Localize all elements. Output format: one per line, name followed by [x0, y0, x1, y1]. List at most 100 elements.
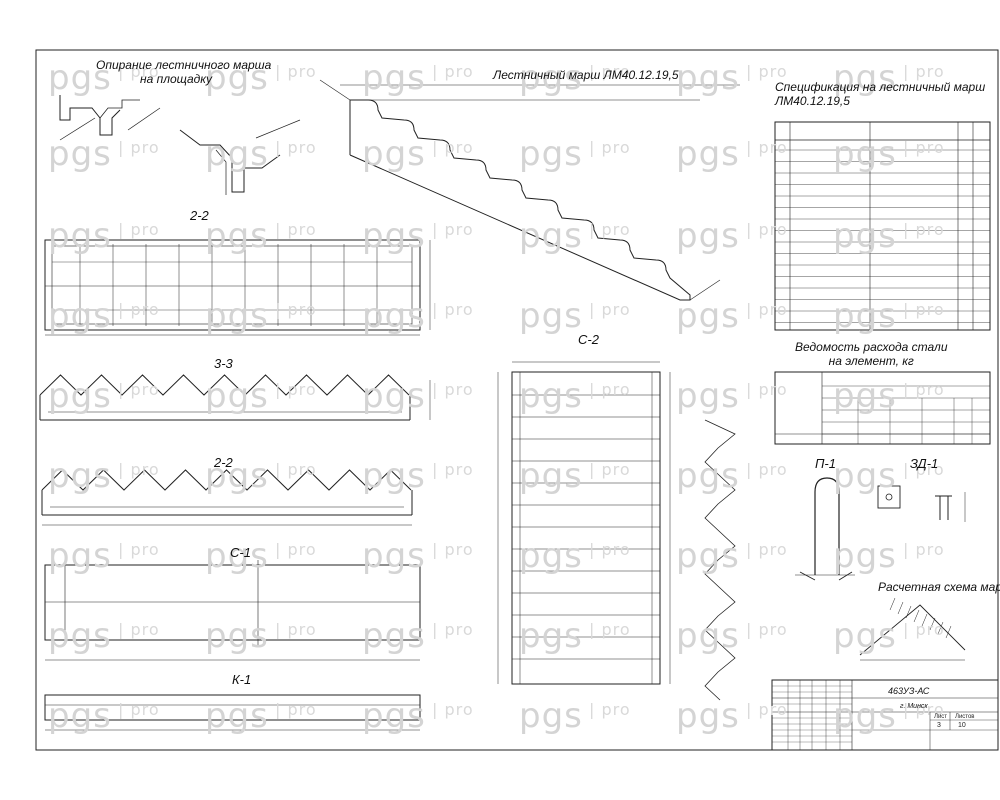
watermark: pgs | pro — [833, 616, 945, 656]
watermark: pgs | pro — [48, 58, 160, 98]
calc-title: Расчетная схема марша — [878, 580, 1000, 594]
loop-p1 — [814, 477, 840, 575]
flight-side-profile — [704, 419, 736, 701]
watermark: pgs | pro — [676, 296, 788, 336]
title-block-sheets-label: Листов — [955, 714, 975, 720]
watermark: pgs | pro — [833, 376, 945, 416]
watermark: pgs | pro — [205, 216, 317, 256]
load-arrow — [905, 605, 912, 619]
watermark: pgs | pro — [362, 376, 474, 416]
title-block — [771, 679, 999, 751]
watermark: pgs | pro — [48, 216, 160, 256]
title-block-code: 463УЗ-АС — [888, 686, 930, 696]
title-block-city: г. Минск — [900, 703, 928, 710]
linework — [39, 79, 999, 751]
title-block-sheets: 10 — [958, 722, 966, 729]
load-arrow — [945, 625, 952, 639]
watermark: pgs | pro — [48, 134, 160, 174]
watermark: pgs | pro — [676, 456, 788, 496]
section-label: 3-3 — [214, 356, 233, 371]
watermark: pgs | pro — [676, 134, 788, 174]
watermark: pgs | pro — [676, 216, 788, 256]
flight-title: Лестничный марш ЛМ40.12.19,5 — [493, 68, 679, 82]
watermark: pgs | pro — [519, 536, 631, 576]
watermark: pgs | pro — [833, 216, 945, 256]
watermark: pgs | pro — [205, 134, 317, 174]
watermark: pgs | pro — [519, 456, 631, 496]
watermark: pgs | pro — [205, 296, 317, 336]
watermark: pgs | pro — [362, 696, 474, 736]
leader-line — [319, 79, 351, 101]
watermark: pgs | pro — [833, 536, 945, 576]
watermark: pgs | pro — [48, 696, 160, 736]
plate-zd1 — [877, 485, 901, 509]
watermark: pgs | pro — [362, 616, 474, 656]
section-2-2-profile — [41, 469, 412, 491]
section-3-3-profile — [39, 374, 410, 396]
leader-line — [689, 279, 721, 301]
watermark: pgs | pro — [519, 216, 631, 256]
watermark: pgs | pro — [833, 456, 945, 496]
plate-zd1-hole — [885, 493, 893, 501]
watermark: pgs | pro — [205, 456, 317, 496]
flight-elevation-outline — [349, 99, 691, 301]
support-detail-outline — [179, 129, 281, 193]
watermark: pgs | pro — [205, 536, 317, 576]
watermark: pgs | pro — [48, 536, 160, 576]
watermark: pgs | pro — [205, 376, 317, 416]
section-label: 2-2 — [190, 208, 209, 223]
load-arrow — [937, 621, 944, 635]
watermark: pgs | pro — [833, 296, 945, 336]
support-title: Опирание лестничного марша на площадку — [96, 58, 272, 86]
section-label: ЗД-1 — [910, 456, 939, 471]
watermark: pgs | pro — [48, 376, 160, 416]
watermark: pgs | pro — [833, 696, 945, 736]
watermark: pgs | pro — [48, 456, 160, 496]
calc-scheme-outline — [859, 604, 966, 656]
watermark: pgs | pro — [519, 296, 631, 336]
leader-line — [127, 107, 161, 131]
frame-k1-outline — [44, 694, 421, 721]
support-detail-outline — [59, 95, 121, 136]
watermark: pgs | pro — [362, 58, 474, 98]
watermark: pgs | pro — [519, 134, 631, 174]
section-label: С-1 — [230, 545, 251, 560]
leader-line — [59, 117, 96, 141]
support-detail-outline — [215, 149, 227, 195]
spec-table — [774, 121, 991, 331]
watermark: pgs | pro — [519, 696, 631, 736]
watermark: pgs | pro — [205, 58, 317, 98]
stair-plan-inner — [51, 245, 413, 325]
watermark: pgs | pro — [362, 216, 474, 256]
title-block-sheet-label: Лист — [934, 714, 948, 720]
mesh-c1-outline — [44, 564, 421, 641]
watermark: pgs | pro — [676, 616, 788, 656]
watermark: pgs | pro — [519, 616, 631, 656]
mesh-c2-outline — [511, 371, 661, 685]
watermark: pgs | pro — [362, 536, 474, 576]
watermark: pgs | pro — [205, 696, 317, 736]
watermark: pgs | pro — [676, 696, 788, 736]
section-label: К-1 — [232, 672, 252, 687]
stair-plan-outline — [44, 239, 421, 331]
load-arrow — [897, 601, 904, 615]
watermark: pgs | pro — [205, 616, 317, 656]
watermark: pgs | pro — [833, 58, 945, 98]
watermark: pgs | pro — [48, 616, 160, 656]
section-label: П-1 — [815, 456, 836, 471]
watermark: pgs | pro — [362, 296, 474, 336]
support-detail-outline — [99, 99, 140, 119]
steel-table — [774, 371, 991, 445]
load-arrow — [921, 613, 928, 627]
title-block-sheet: 3 — [937, 722, 941, 729]
anchor-zd1 — [935, 495, 952, 520]
load-arrow — [889, 597, 896, 611]
watermark: pgs | pro — [676, 376, 788, 416]
leader-line — [255, 119, 301, 139]
sheet-frame — [35, 49, 999, 751]
section-label: 2-2 — [214, 455, 233, 470]
watermark: pgs | pro — [362, 134, 474, 174]
load-arrow — [913, 609, 920, 623]
load-arrow — [929, 617, 936, 631]
